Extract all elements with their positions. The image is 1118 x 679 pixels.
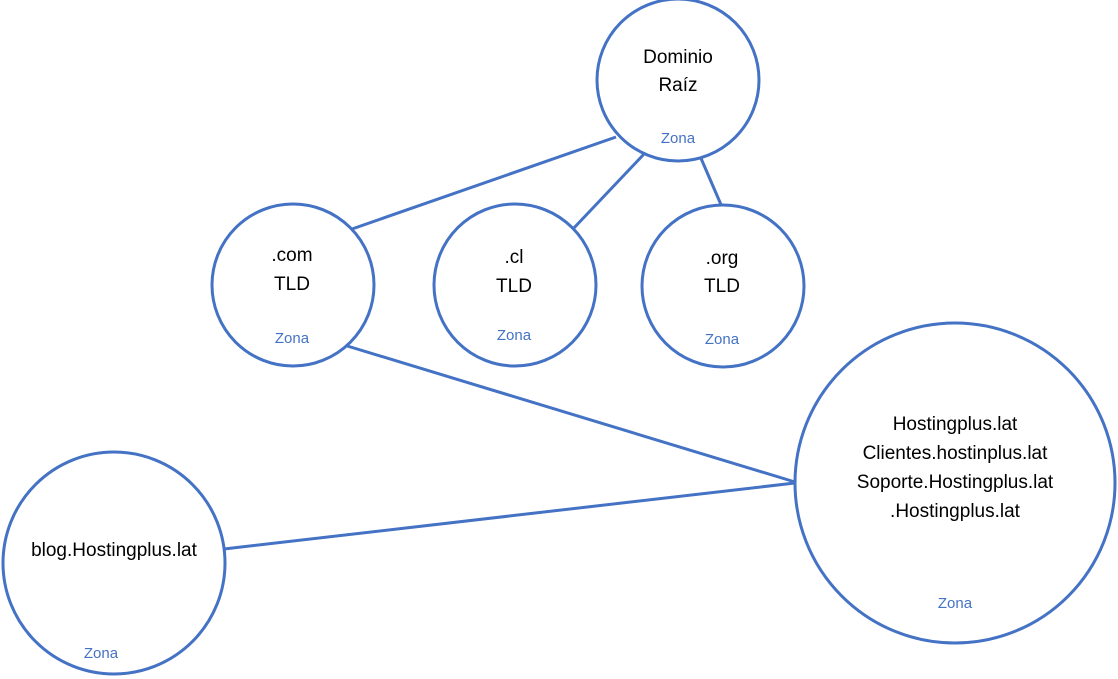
node-hosting-circle: [793, 321, 1117, 645]
node-cl-zone-label: Zona: [497, 327, 532, 344]
node-cl-line-2: TLD: [496, 276, 532, 297]
node-hosting: Hostingplus.lat Clientes.hostinplus.lat …: [793, 321, 1117, 645]
edge-blog-hosting: [223, 481, 796, 551]
node-cl-circle: [432, 202, 598, 368]
edge-root-org: [698, 155, 724, 208]
node-com-circle: [210, 202, 376, 368]
edges: [223, 135, 796, 551]
node-org-line-2: TLD: [704, 276, 740, 297]
node-org: .org TLD Zona: [640, 203, 806, 369]
node-blog-circle: [1, 450, 227, 676]
node-hosting-line-4: .Hostingplus.lat: [890, 501, 1021, 522]
node-root-circle: [595, 0, 761, 163]
node-com-line-1: .com: [271, 245, 312, 266]
node-blog-line-1: blog.Hostingplus.lat: [31, 540, 198, 561]
node-com-zone-label: Zona: [275, 330, 310, 347]
node-com-line-2: TLD: [274, 274, 310, 295]
edge-root-com: [351, 135, 617, 231]
node-hosting-line-1: Hostingplus.lat: [893, 414, 1018, 435]
node-blog: blog.Hostingplus.lat Zona: [1, 450, 227, 676]
node-cl: .cl TLD Zona: [432, 202, 598, 368]
node-root-line-2: Raíz: [658, 75, 697, 96]
node-org-circle: [640, 203, 806, 369]
node-com: .com TLD Zona: [210, 202, 376, 368]
node-root: Dominio Raíz Zona: [595, 0, 761, 163]
node-org-zone-label: Zona: [705, 331, 740, 348]
node-root-zone-label: Zona: [661, 130, 696, 147]
edge-root-cl: [570, 151, 647, 232]
edge-com-hosting: [343, 343, 796, 484]
node-hosting-line-2: Clientes.hostinplus.lat: [863, 443, 1049, 464]
node-org-line-1: .org: [706, 248, 739, 269]
node-root-line-1: Dominio: [643, 47, 713, 68]
node-cl-line-1: .cl: [505, 247, 524, 268]
node-hosting-line-3: Soporte.Hostingplus.lat: [857, 472, 1054, 493]
node-blog-zone-label: Zona: [84, 645, 119, 662]
node-hosting-zone-label: Zona: [938, 595, 973, 612]
